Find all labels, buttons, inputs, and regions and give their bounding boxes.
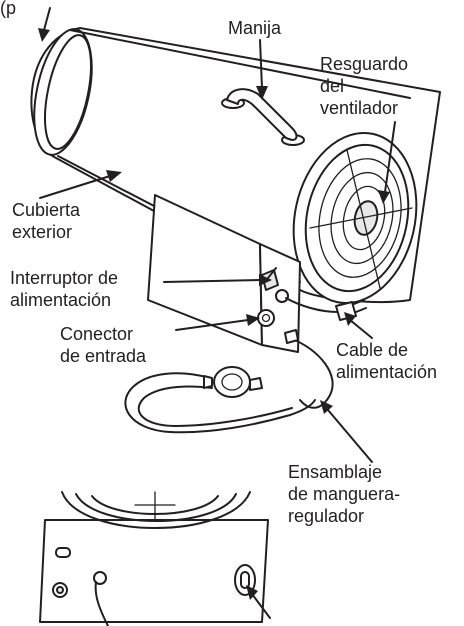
label-cable-1: Cable de (336, 340, 408, 360)
body-top-edge (69, 29, 411, 99)
inset-view (39, 491, 269, 626)
inset-holder-slot (240, 571, 250, 589)
guard-hub (353, 200, 379, 236)
label-manija: Manija (228, 18, 282, 38)
label-conector-2: de entrada (60, 346, 147, 366)
hose-line-second (137, 385, 293, 427)
label-cubierta-2: exterior (12, 222, 72, 242)
rear-rim-inner (44, 34, 92, 150)
label-ensamblaje-3: regulador (288, 506, 364, 526)
guard-ring-1 (318, 158, 402, 278)
inset-arc-1 (61, 491, 251, 529)
inset-cord-exit (93, 571, 107, 585)
fan-guard (292, 131, 418, 305)
label-interruptor-1: Interruptor de (10, 268, 118, 288)
label-top-partial: (p (0, 0, 16, 18)
hose-line-main (289, 337, 334, 409)
regulator-outlet (249, 377, 263, 391)
inset-connector-core (56, 586, 64, 594)
arrow-manija (256, 86, 268, 100)
label-cubierta-1: Cubierta (12, 200, 81, 220)
inset-cord (94, 581, 109, 626)
arrow-resguardo (378, 190, 390, 204)
handle (221, 88, 305, 146)
inset-panel (39, 519, 269, 623)
label-resguardo-3: ventilador (320, 98, 398, 118)
front-rim-inner (304, 143, 410, 293)
hose-fitting (284, 329, 299, 344)
inlet-connector-core (261, 313, 271, 323)
label-conector-1: Conector (60, 324, 133, 344)
guard-ring-3 (342, 185, 386, 251)
switch-toggle (267, 267, 277, 279)
handle-bar (226, 88, 298, 141)
arrow-holder (246, 585, 258, 600)
labels: (p Manija Resguardo del ventilador Cubie… (0, 0, 437, 526)
arrow-cable (344, 312, 356, 326)
cord-exit (275, 289, 289, 303)
plug-prong-2 (355, 307, 367, 313)
regulator-nut (203, 375, 213, 389)
arrow-top-left (38, 28, 50, 42)
arrow-interruptor (259, 274, 272, 286)
label-resguardo-2: del (320, 76, 344, 96)
leader-lines (38, 7, 396, 619)
label-interruptor-2: alimentación (10, 290, 111, 310)
label-ensamblaje-1: Ensamblaje (288, 462, 382, 482)
regulator-body (213, 366, 251, 398)
rear-rim (33, 28, 93, 156)
control-box (147, 194, 301, 353)
inset-switch (55, 547, 71, 558)
cord-line (285, 297, 339, 313)
inset-arc-2 (75, 493, 237, 522)
guard-spoke-v (346, 149, 381, 289)
label-resguardo-1: Resguardo (320, 54, 408, 74)
plug-prong-1 (353, 299, 365, 305)
hose-line-loop (124, 372, 316, 434)
arrow-ensamblaje (320, 400, 333, 414)
label-ensamblaje-2: de manguera- (288, 484, 400, 504)
arrow-conector (246, 314, 260, 326)
label-cable-2: alimentación (336, 362, 437, 382)
guard-ring-2 (330, 171, 394, 265)
guard-spoke-h (309, 207, 413, 229)
inlet-connector-body (257, 309, 275, 327)
regulator-face (221, 373, 243, 391)
arrow-cubierta (106, 170, 122, 182)
hose-regulator (124, 329, 334, 434)
